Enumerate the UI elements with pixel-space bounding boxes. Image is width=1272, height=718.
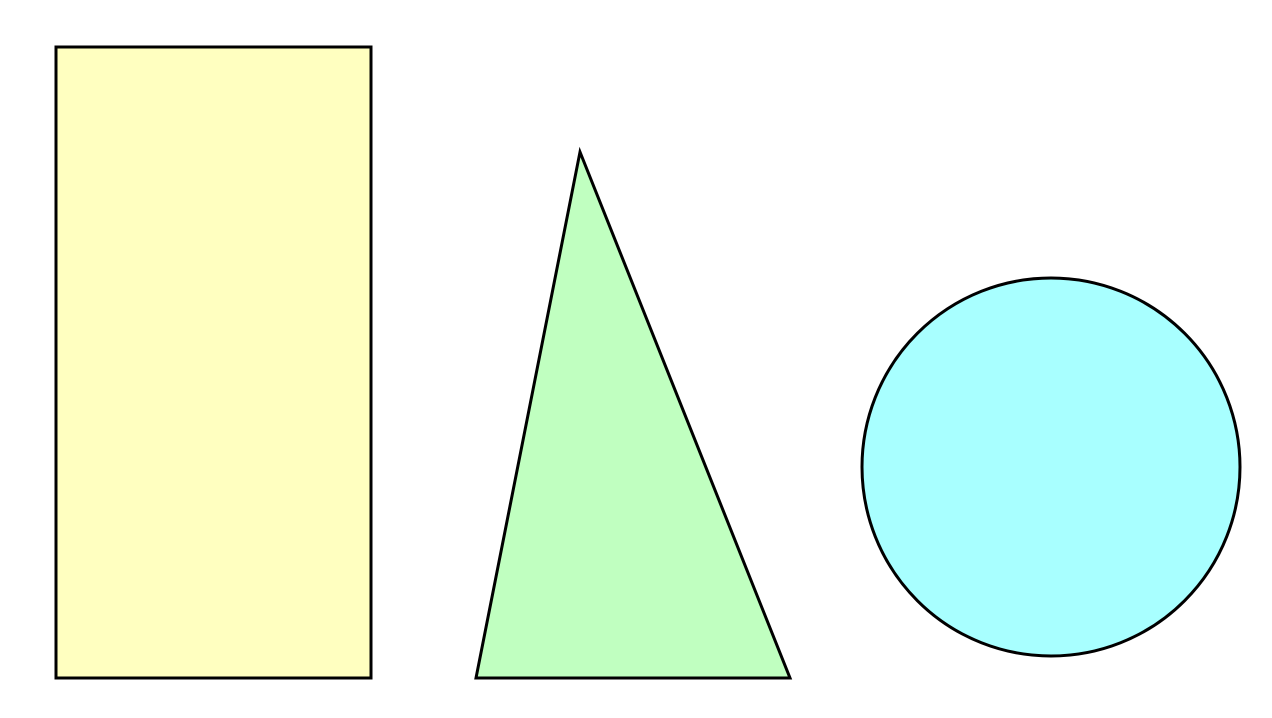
circle-shape <box>860 276 1242 658</box>
triangle-shape <box>474 146 793 680</box>
rectangle-shape <box>54 45 373 680</box>
